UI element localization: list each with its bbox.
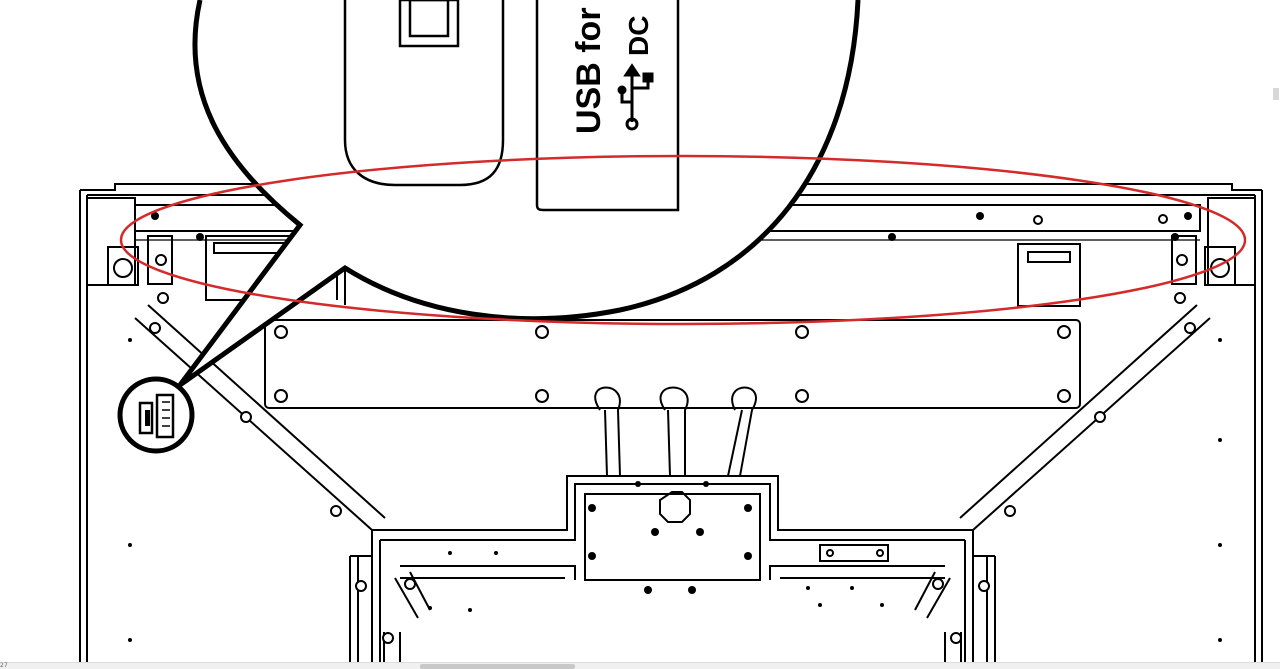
highlight-ellipse — [119, 154, 1247, 326]
screw-holes — [149, 214, 1196, 644]
usb-icon — [617, 63, 654, 131]
callout-label-usb: USB for — [570, 7, 608, 134]
detail-circle — [117, 376, 195, 454]
page-indicator: 27 — [0, 662, 8, 669]
horizontal-scrollbar[interactable] — [0, 662, 1280, 669]
callout-label-dc: DC — [623, 16, 654, 56]
zoom-callout: USB for DC — [178, 0, 861, 388]
vertical-scroll-arrow[interactable] — [1273, 88, 1279, 100]
callout-bubble — [178, 0, 861, 388]
scrollbar-thumb[interactable] — [420, 664, 575, 669]
